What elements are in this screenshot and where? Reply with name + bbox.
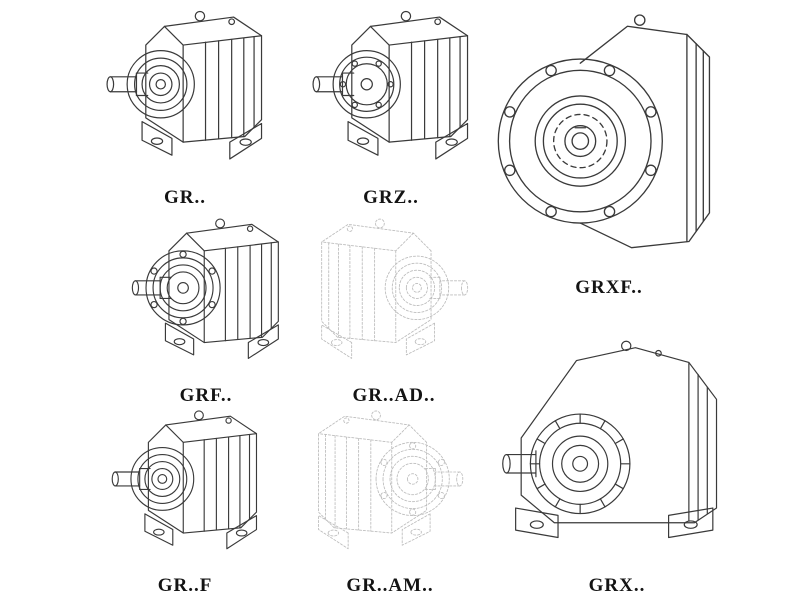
model-figure-gr-f: GR..F xyxy=(86,404,284,598)
model-figure-gr-ad: GR..AD.. xyxy=(294,212,494,408)
gr-ad-gearbox-drawing xyxy=(294,212,494,384)
model-label-gr-am: GR..AM.. xyxy=(346,575,434,596)
model-figure-gr-am: GR..AM.. xyxy=(290,404,490,598)
model-figure-grf: GRF.. xyxy=(104,212,308,408)
model-figure-gr: GR.. xyxy=(86,4,284,210)
grx-gearbox-drawing xyxy=(488,302,746,574)
model-figure-grz: GRZ.. xyxy=(292,4,490,210)
model-figure-grx: GRX.. xyxy=(488,302,746,598)
gr-am-gearbox-drawing xyxy=(290,404,490,574)
grf-gearbox-drawing xyxy=(104,212,308,384)
model-label-grxf: GRXF.. xyxy=(575,277,643,298)
gr-f-gearbox-drawing xyxy=(86,404,284,574)
gr-gearbox-drawing xyxy=(86,4,284,186)
model-label-grf: GRF.. xyxy=(179,385,233,406)
model-figure-grxf: GRXF.. xyxy=(486,0,732,300)
model-label-gr-ad: GR..AD.. xyxy=(352,385,436,406)
grxf-gearbox-drawing xyxy=(486,0,732,276)
model-label-gr: GR.. xyxy=(164,187,206,208)
model-label-grx: GRX.. xyxy=(588,575,646,596)
model-label-gr-f: GR..F xyxy=(157,575,213,596)
grz-gearbox-drawing xyxy=(292,4,490,186)
model-label-grz: GRZ.. xyxy=(363,187,419,208)
